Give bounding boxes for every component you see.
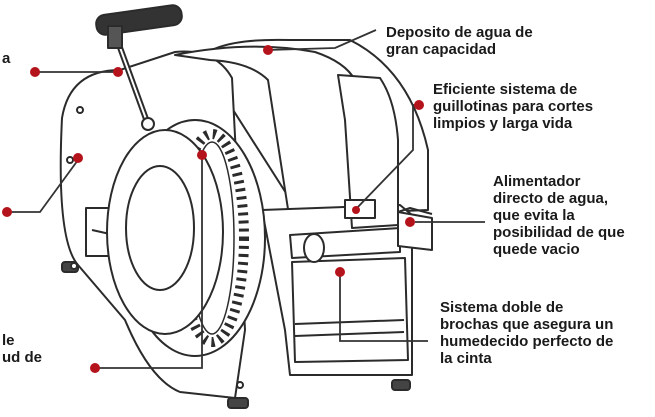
foot-front-left bbox=[227, 397, 249, 409]
leader-brochas bbox=[339, 272, 428, 342]
callout-deposito: Deposito de agua de gran capacidad bbox=[386, 24, 533, 58]
leader-deposito bbox=[267, 29, 377, 51]
crank-arm-inner bbox=[117, 41, 151, 131]
marker-deposito bbox=[263, 45, 273, 55]
callout-line: le bbox=[2, 332, 15, 349]
housing-top bbox=[174, 45, 361, 223]
callout-brochas: Sistema doble de brochas que asegura un … bbox=[440, 299, 613, 367]
front-panel bbox=[291, 257, 409, 363]
screw bbox=[76, 106, 84, 114]
marker-left-mid bbox=[73, 153, 83, 163]
marker-alimentador bbox=[405, 217, 415, 227]
crank-grip-shaft bbox=[107, 25, 123, 49]
reel-scale bbox=[175, 129, 249, 347]
callout-line: Deposito de agua de bbox=[386, 24, 533, 41]
foot-front-right bbox=[391, 379, 411, 391]
leader-lines bbox=[5, 29, 485, 369]
callout-line: directo de agua, bbox=[493, 190, 609, 207]
water-feeder-mouth bbox=[397, 207, 433, 215]
marker-left-edge bbox=[2, 207, 12, 217]
marker-left-bottom bbox=[90, 363, 100, 373]
callout-alimentador: Alimentador directo de agua, que evita l… bbox=[493, 173, 625, 258]
callout-line: humedecido perfecto de bbox=[440, 333, 614, 350]
callout-line: la cinta bbox=[440, 350, 492, 367]
marker-brochas bbox=[335, 267, 345, 277]
callout-line: limpios y larga vida bbox=[433, 115, 573, 132]
callout-line: gran capacidad bbox=[386, 41, 497, 58]
screw bbox=[66, 156, 74, 164]
front-panel-lip-2 bbox=[294, 331, 405, 337]
callout-line: Eficiente sistema de bbox=[433, 81, 578, 98]
leader-left-bottom bbox=[95, 155, 203, 369]
callout-markers bbox=[2, 45, 424, 373]
callout-line: que evita la bbox=[493, 207, 575, 224]
callout-left-bottom: le ud de bbox=[2, 332, 42, 366]
marker-left-top bbox=[30, 67, 40, 77]
water-feeder bbox=[397, 211, 433, 251]
callout-line: a bbox=[2, 50, 11, 67]
guillotine-slot bbox=[344, 199, 376, 219]
crank-pivot bbox=[141, 117, 155, 131]
callout-line: brochas que asegura un bbox=[440, 316, 614, 333]
screw bbox=[70, 262, 78, 270]
callout-line: Alimentador bbox=[493, 173, 581, 190]
callout-line: quede vacio bbox=[493, 241, 580, 258]
screw bbox=[236, 381, 244, 389]
callout-guillotinas: Eficiente sistema de guillotinas para co… bbox=[433, 81, 593, 132]
callout-line: posibilidad de que bbox=[493, 224, 625, 241]
marker-reel bbox=[197, 150, 207, 160]
marker-guillotinas-end bbox=[352, 206, 360, 214]
reel-hub bbox=[125, 165, 195, 291]
callout-line: Sistema doble de bbox=[440, 299, 564, 316]
leader-left-mid bbox=[5, 159, 79, 213]
marker-guillotinas bbox=[414, 100, 424, 110]
callout-left-top: a bbox=[2, 50, 10, 67]
callout-line: ud de bbox=[2, 349, 42, 366]
guillotine-frame bbox=[337, 74, 399, 229]
machine-illustration bbox=[59, 4, 433, 409]
marker-left-crank bbox=[113, 67, 123, 77]
callout-line: guillotinas para cortes bbox=[433, 98, 594, 115]
roller-end bbox=[303, 233, 325, 263]
front-panel-lip bbox=[294, 319, 405, 325]
